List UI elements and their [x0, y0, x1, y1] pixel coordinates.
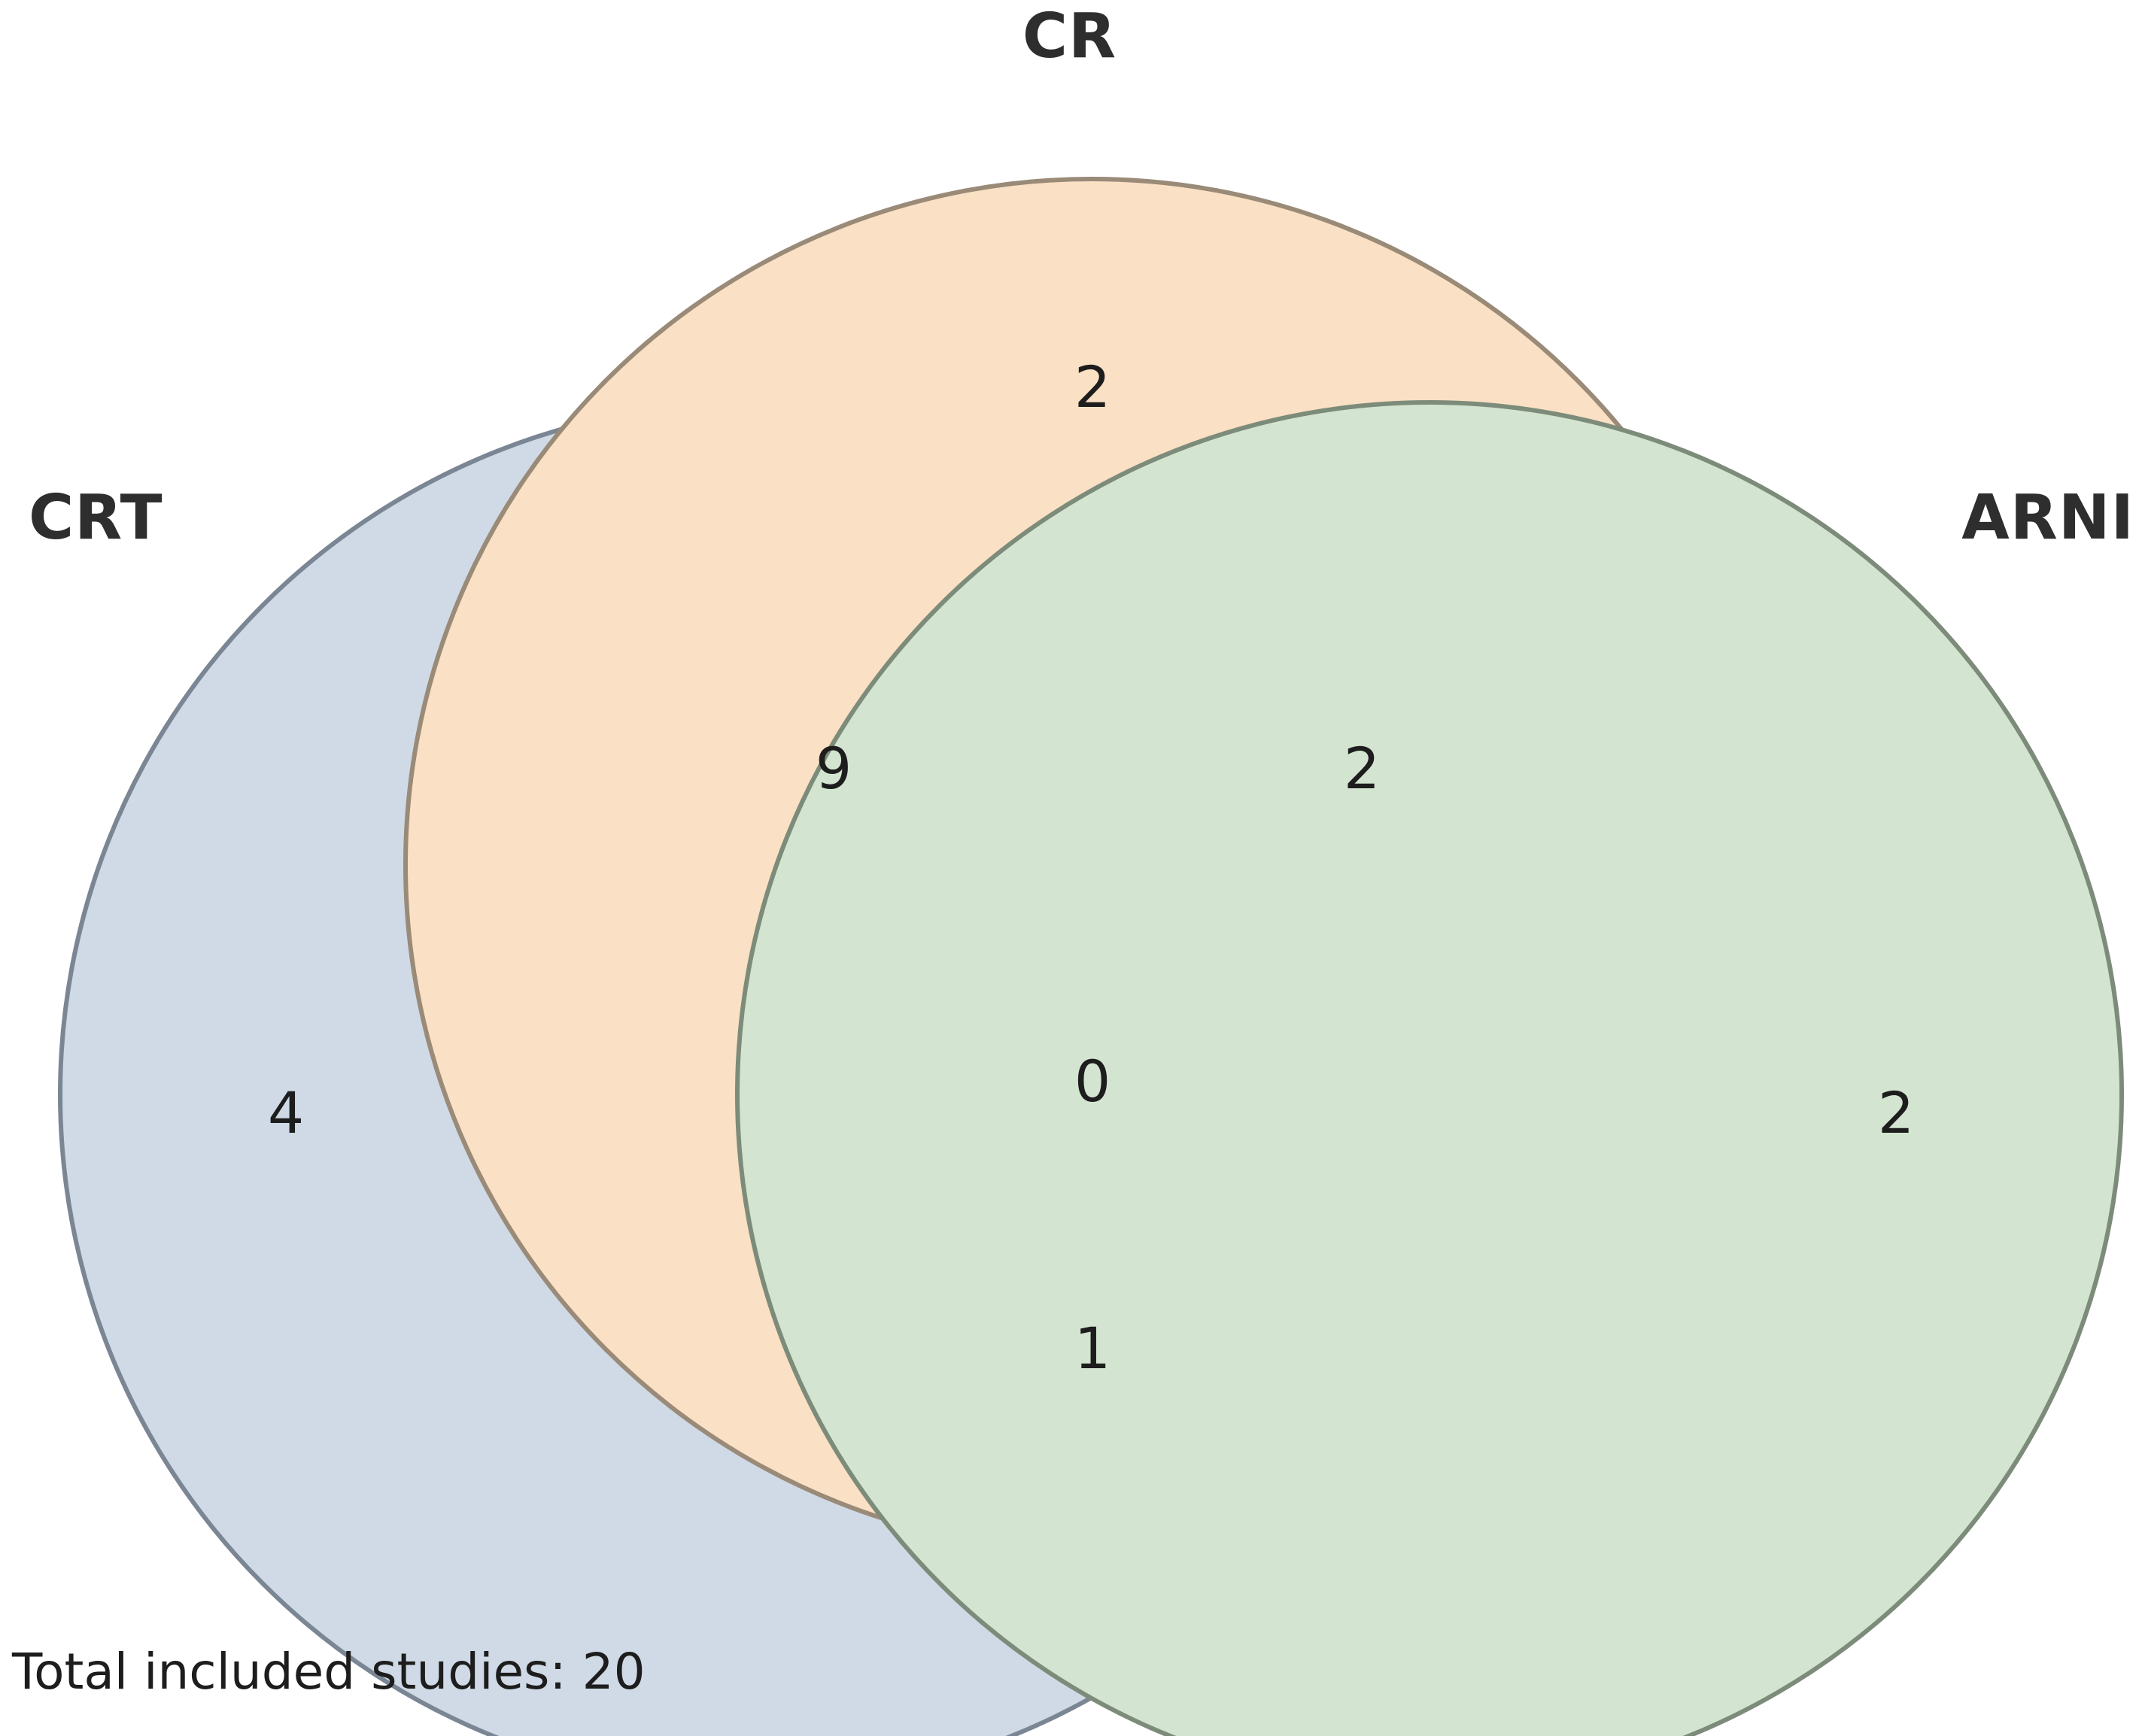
set-label-cr: CR — [1022, 1, 1117, 72]
total-studies-caption: Total included studies: 20 — [12, 1643, 646, 1701]
set-label-crt: CRT — [29, 482, 163, 554]
region-count-crt-arni: 1 — [1074, 1315, 1111, 1382]
set-label-arni: ARNI — [1961, 482, 2134, 554]
region-count-crt-cr: 9 — [815, 735, 852, 802]
region-count-arni-only: 2 — [1877, 1079, 1915, 1146]
region-count-cr-only: 2 — [1074, 354, 1111, 420]
region-count-crt-only: 4 — [267, 1079, 305, 1146]
circle-arni — [735, 400, 2124, 1736]
region-count-cr-arni: 2 — [1343, 735, 1381, 802]
region-count-all-three: 0 — [1074, 1048, 1111, 1115]
